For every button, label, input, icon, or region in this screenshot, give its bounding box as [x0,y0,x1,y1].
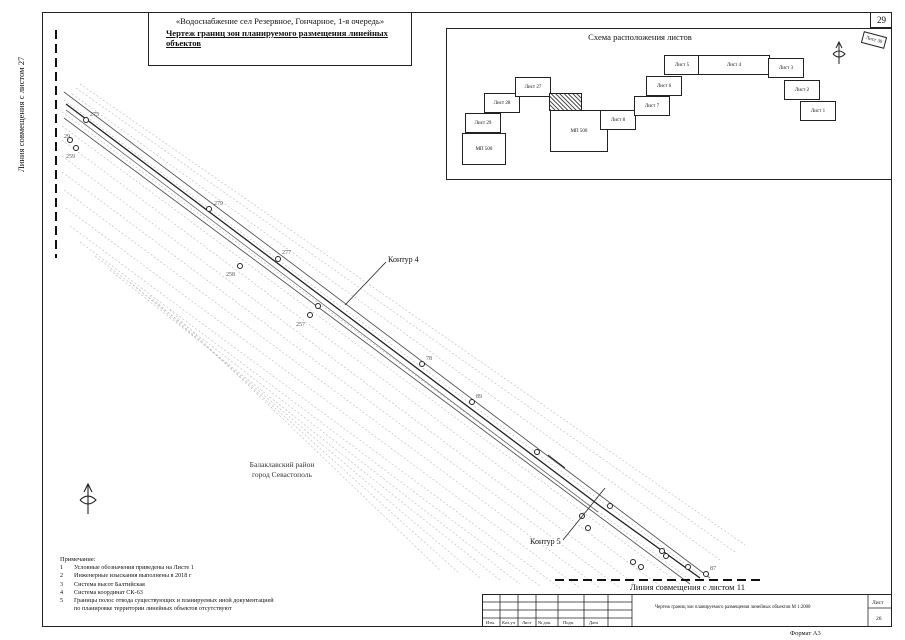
match-line-right-label: Линия совмещения с листом 11 [630,582,746,592]
sheet-layout-scheme [446,28,892,180]
point-label: 275 [90,112,99,118]
scheme-sheet-current [549,93,582,111]
scheme-title: Схема расположения листов [588,32,692,42]
scheme-sheet: Лист 2 [784,80,820,100]
survey-point [83,117,89,123]
paper-format: Формат А3 [790,630,821,637]
note-text: Система координат СК-63 [74,588,143,596]
survey-point [534,449,540,455]
stamp-block [482,594,892,627]
survey-point [419,361,425,367]
scheme-sheet: МП 500 [550,110,608,152]
stamp-sheet-number: 26 [876,616,882,622]
kontur5-label: Контур 5 [530,537,561,546]
stamp-description: Чертеж границ зон планируемого размещени… [655,605,811,610]
scheme-sheet: Лист 7 [634,96,670,116]
stamp-col-label: Кол.уч [502,620,515,625]
scheme-sheet: Лист 29 [465,113,501,133]
match-line-left-label: Линия совмещения с листом 27 [16,56,26,172]
survey-point [703,571,709,577]
point-label: 277 [282,250,291,256]
stamp-col-label: Подп. [563,620,575,625]
survey-point [630,559,636,565]
point-label: 257 [296,322,305,328]
corridor-boundary-lower [63,117,691,585]
drawing-frame [42,12,892,627]
kontur4-leader [344,261,387,306]
scheme-sheet: Лист 28 [484,93,520,113]
stamp-col-label: № док. [538,620,552,625]
note-text: Границы полос отвода существующих и план… [74,597,274,605]
scheme-sheet: Лист 5 [664,55,700,75]
project-title: «Водоснабжение сел Резервное, Гончарное,… [175,16,385,26]
point-label: 258 [226,272,235,278]
survey-point [237,263,243,269]
scheme-sheet: Лист 4 [698,55,770,75]
scheme-sheet: МП 500 [462,133,506,165]
notes-title: Примечание: [60,556,96,563]
scheme-sheet: Лист 6 [646,76,682,96]
survey-point [585,525,591,531]
note-number: 3 [60,580,64,588]
scheme-sheet: Лист 1 [800,101,836,121]
notes-block: Примечание: 1 Условные обозначения привед… [60,556,420,613]
note-text: Условные обозначения приведены на Листе … [74,564,194,572]
survey-point [315,303,321,309]
point-label: 89 [476,394,482,400]
note-number: 1 [60,564,64,572]
district-label: Балаклавский район город Севастополь [222,460,342,480]
point-label: 78 [426,356,432,362]
survey-point [307,312,313,318]
scheme-sheet: Лист 27 [515,77,551,97]
survey-point [73,145,79,151]
stamp-col-label: Дата [589,620,598,625]
note-text: Система высот Балтийская [74,580,145,588]
survey-point [607,503,613,509]
drawing-title: Чертеж границ зон планируемого размещени… [166,28,388,48]
title-block [148,12,412,66]
stamp-sheet-label: Лист [872,600,884,606]
note-number: 5 [60,597,64,605]
sheet-number-top: 29 [870,12,892,28]
stamp-grid [482,594,892,627]
corridor-boundary-upper [63,91,711,579]
survey-point [663,553,669,559]
stamp-col-label: Лист [522,620,532,625]
scheme-sheet: Лист 8 [600,110,636,130]
note-text: Инженерные изыскания выполнены в 2018 г [74,572,192,580]
note-number: 2 [60,572,64,580]
kontur5-leader [562,487,606,541]
survey-point [206,206,212,212]
stamp-col-label: Изм. [486,620,495,625]
kontur4-label: Контур 4 [388,255,419,264]
survey-points [67,117,709,577]
survey-point [67,137,73,143]
survey-point [685,564,691,570]
point-label: 279 [214,201,223,207]
note-number: 4 [60,588,64,596]
road-edge [65,109,599,513]
note-text: по планировке территории линейных объект… [74,605,232,613]
point-label: 87 [710,566,716,572]
note-number [60,605,74,613]
survey-point [638,564,644,570]
scheme-sheet: Лист 3 [768,58,804,78]
survey-point [469,399,475,405]
survey-point [275,256,281,262]
survey-point [659,548,665,554]
flow-arrow [547,454,566,469]
scheme-north-arrow-icon [832,40,846,64]
district-line2: город Севастополь [252,470,312,479]
point-label: 259 [66,154,75,160]
district-line1: Балаклавский район [249,460,315,469]
point-label: 29 [64,134,70,140]
north-arrow-icon [79,482,97,514]
